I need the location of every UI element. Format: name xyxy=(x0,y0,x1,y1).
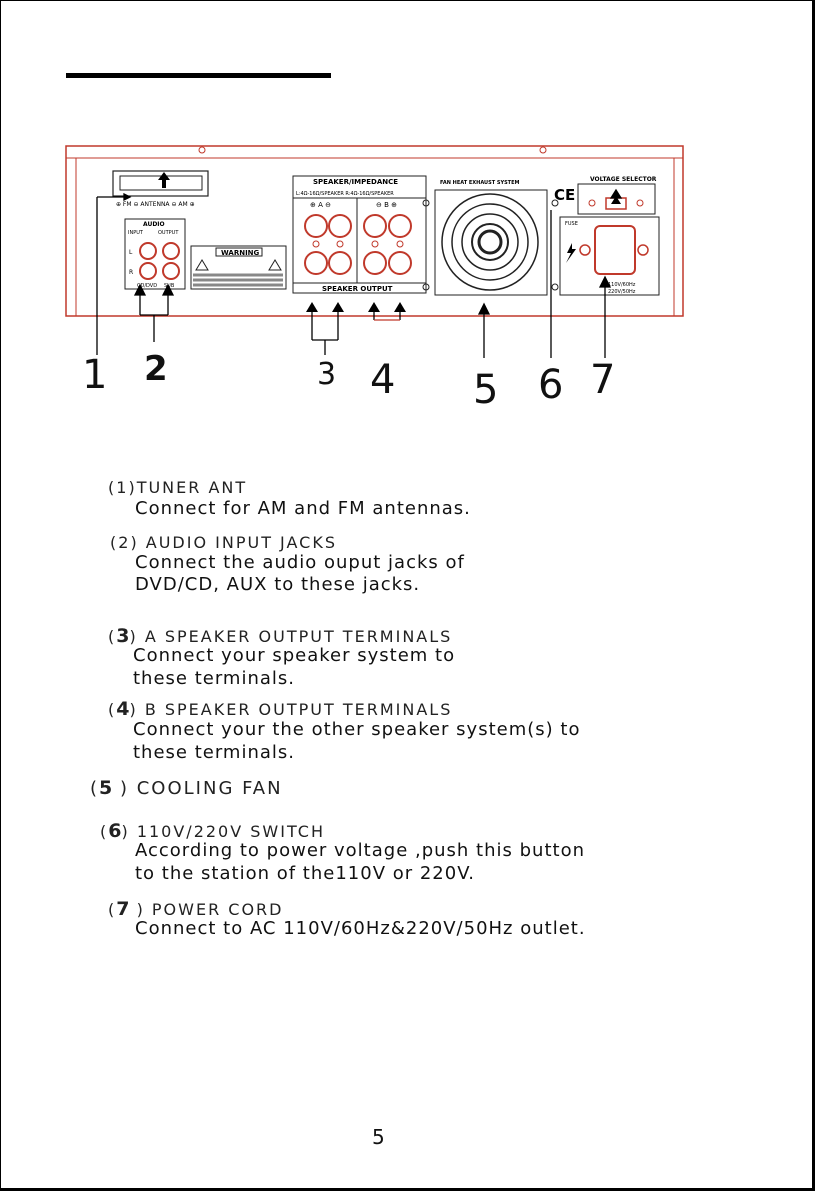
svg-text:110V/60Hz: 110V/60Hz xyxy=(608,282,636,288)
callout-number-7: 7 xyxy=(590,357,616,403)
speaker-terminals: SPEAKER/IMPEDANCE L:4Ω-16Ω/SPEAKER R:4Ω-… xyxy=(292,175,427,312)
callout-number-4: 4 xyxy=(370,357,396,403)
callout-number-1: 1 xyxy=(82,352,108,398)
svg-text:VOLTAGE SELECTOR: VOLTAGE SELECTOR xyxy=(590,176,657,183)
item-3-title: (3) A SPEAKER OUTPUT TERMINALS xyxy=(108,625,453,647)
item-7-title: (7 ) POWER CORD xyxy=(108,898,284,920)
item-3-line-2: these terminals. xyxy=(133,668,296,689)
item-5-title: (5 ) COOLING FAN xyxy=(90,777,283,799)
antenna-terminal: ⊕ FM ⊖ ANTENNA ⊖ AM ⊕ xyxy=(112,170,209,208)
item-4-line-1: Connect your the other speaker system(s)… xyxy=(133,719,581,740)
callout-lines xyxy=(96,188,623,358)
callout-number-2: 2 xyxy=(144,349,168,389)
power-socket: FUSE 110V/60Hz 220V/50Hz xyxy=(559,216,660,296)
rear-panel-diagram: ⊕ FM ⊖ ANTENNA ⊖ AM ⊕ AUDIO INPUT OUTPUT… xyxy=(65,145,684,358)
fan-grille: FAN HEAT EXHAUST SYSTEM xyxy=(422,180,559,296)
svg-text:L: L xyxy=(129,249,133,256)
item-2-line-2: DVD/CD, AUX to these jacks. xyxy=(135,574,421,595)
svg-text:CD/DVD: CD/DVD xyxy=(137,283,157,289)
item-3-line-1: Connect your speaker system to xyxy=(133,645,456,666)
item-4-title: (4) B SPEAKER OUTPUT TERMINALS xyxy=(108,698,453,720)
item-2-title: (2) AUDIO INPUT JACKS xyxy=(110,533,337,552)
title-rule xyxy=(66,73,331,78)
callout-number-6: 6 xyxy=(538,362,564,408)
svg-text:SPEAKER/IMPEDANCE: SPEAKER/IMPEDANCE xyxy=(313,178,398,186)
voltage-selector: VOLTAGE SELECTOR xyxy=(577,176,657,215)
page-number: 5 xyxy=(372,1125,385,1149)
callout-number-5: 5 xyxy=(473,367,499,413)
item-6-title: (6) 110V/220V SWITCH xyxy=(100,820,325,842)
svg-text:SUB: SUB xyxy=(164,283,175,289)
svg-text:L:4Ω-16Ω/SPEAKER R:4Ω-16Ω/SPE: L:4Ω-16Ω/SPEAKER R:4Ω-16Ω/SPEAKER xyxy=(296,191,394,197)
svg-text:⊖ B ⊕: ⊖ B ⊕ xyxy=(376,201,397,209)
svg-text:R: R xyxy=(129,269,133,276)
antenna-label: ⊕ FM ⊖ ANTENNA ⊖ AM ⊕ xyxy=(116,201,195,208)
svg-text:⊕ A ⊖: ⊕ A ⊖ xyxy=(310,201,331,209)
item-7-line-1: Connect to AC 110V/60Hz&220V/50Hz outlet… xyxy=(135,918,586,939)
svg-text:SPEAKER OUTPUT: SPEAKER OUTPUT xyxy=(322,285,393,293)
item-1-line-1: Connect for AM and FM antennas. xyxy=(135,498,471,519)
audio-jacks: AUDIO INPUT OUTPUT L R CD/DVD SUB xyxy=(124,218,186,290)
svg-text:FAN HEAT EXHAUST SYSTEM: FAN HEAT EXHAUST SYSTEM xyxy=(440,180,520,186)
item-6-line-2: to the station of the110V or 220V. xyxy=(135,863,475,884)
item-6-line-1: According to power voltage ,push this bu… xyxy=(135,840,585,861)
svg-text:INPUT: INPUT xyxy=(128,230,144,236)
svg-text:OUTPUT: OUTPUT xyxy=(158,230,179,236)
ce-mark: CE xyxy=(554,186,575,204)
item-2-line-1: Connect the audio ouput jacks of xyxy=(135,552,465,573)
svg-text:220V/50Hz: 220V/50Hz xyxy=(608,289,636,295)
item-4-line-2: these terminals. xyxy=(133,742,296,763)
svg-text:AUDIO: AUDIO xyxy=(143,221,165,228)
svg-text:FUSE: FUSE xyxy=(565,221,578,227)
svg-text:WARNING: WARNING xyxy=(221,249,260,257)
item-1-title: (1)TUNER ANT xyxy=(108,478,248,497)
warning-label: WARNING xyxy=(190,245,287,290)
callout-number-3: 3 xyxy=(317,357,337,392)
